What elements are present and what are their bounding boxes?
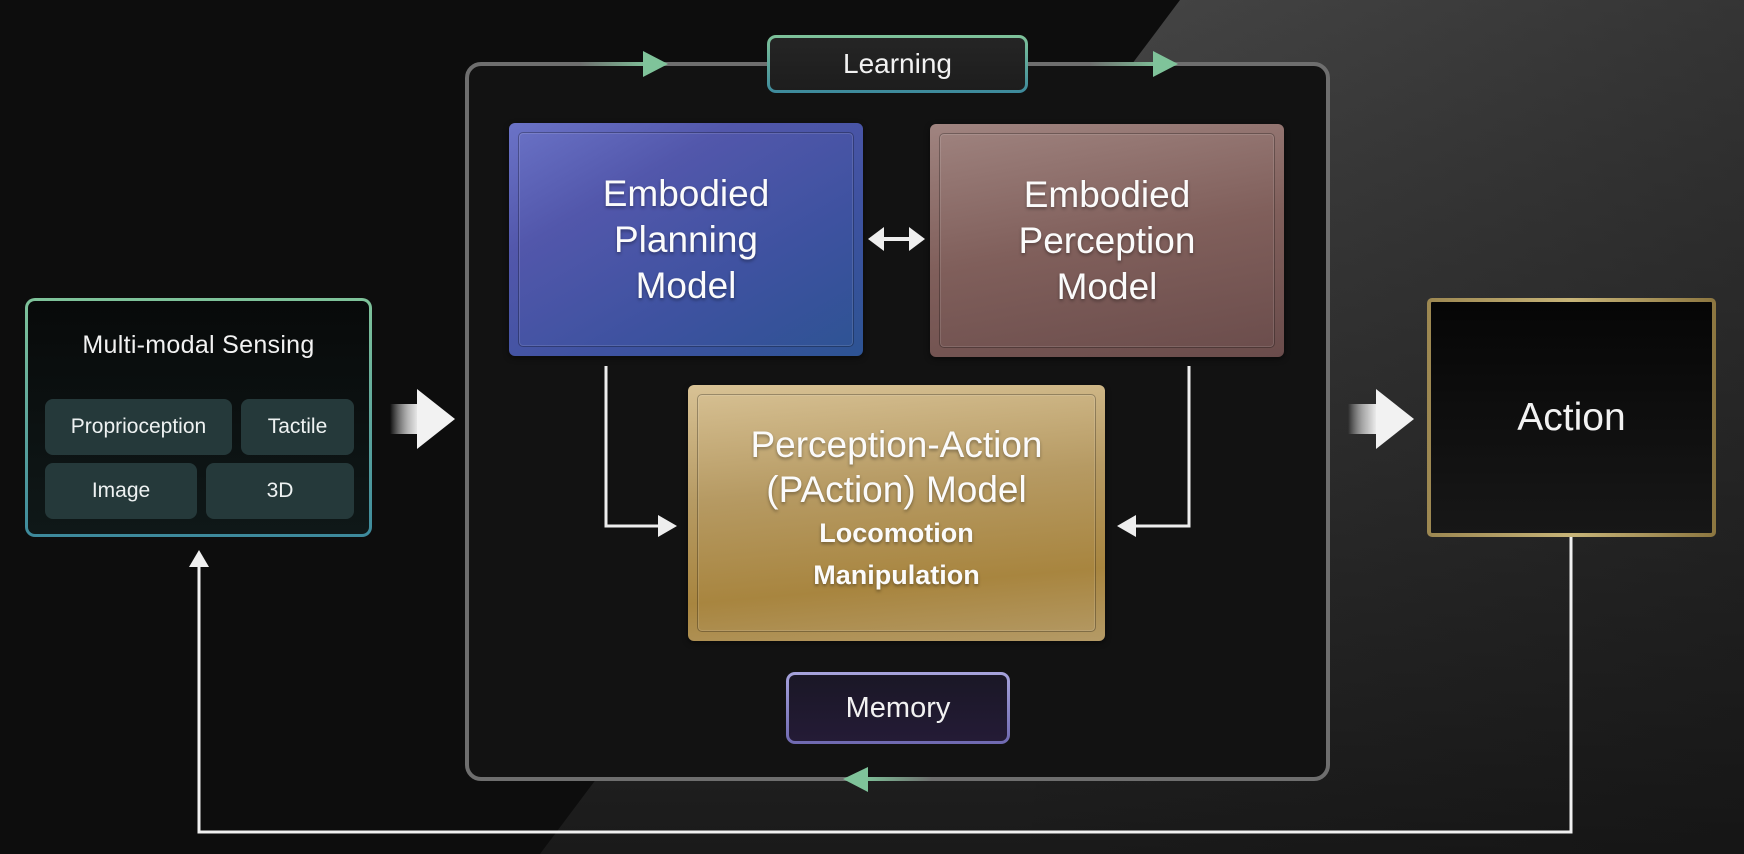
chip-proprioception: Proprioception [45, 399, 232, 455]
perception-line-3: Model [1056, 265, 1158, 307]
input-arrow [390, 389, 455, 449]
multimodal-sensing-box: Multi-modal Sensing Proprioception Tacti… [25, 298, 372, 537]
paction-title-line-2: (PAction) Model [766, 469, 1027, 510]
memory-box: Memory [786, 672, 1010, 744]
chip-3d: 3D [206, 463, 354, 519]
planning-line-2: Planning [613, 218, 758, 260]
paction-model: Perception-Action (PAction) Model Locomo… [688, 385, 1105, 641]
embodied-perception-model: Embodied Perception Model [930, 124, 1284, 357]
perception-line-1: Embodied [1023, 173, 1191, 215]
chip-image: Image [45, 463, 197, 519]
paction-sub-locomotion: Locomotion [819, 518, 974, 548]
action-box: Action [1427, 298, 1716, 537]
sensing-title: Multi-modal Sensing [82, 331, 315, 359]
embodied-planning-model: Embodied Planning Model [509, 123, 863, 356]
planning-line-3: Model [635, 264, 737, 306]
paction-sub-manipulation: Manipulation [813, 560, 980, 590]
learning-label: Learning [767, 35, 1028, 93]
perception-line-2: Perception [1018, 219, 1196, 261]
paction-title-line-1: Perception-Action [750, 424, 1043, 465]
planning-line-1: Embodied [602, 172, 770, 214]
chip-tactile: Tactile [241, 399, 354, 455]
